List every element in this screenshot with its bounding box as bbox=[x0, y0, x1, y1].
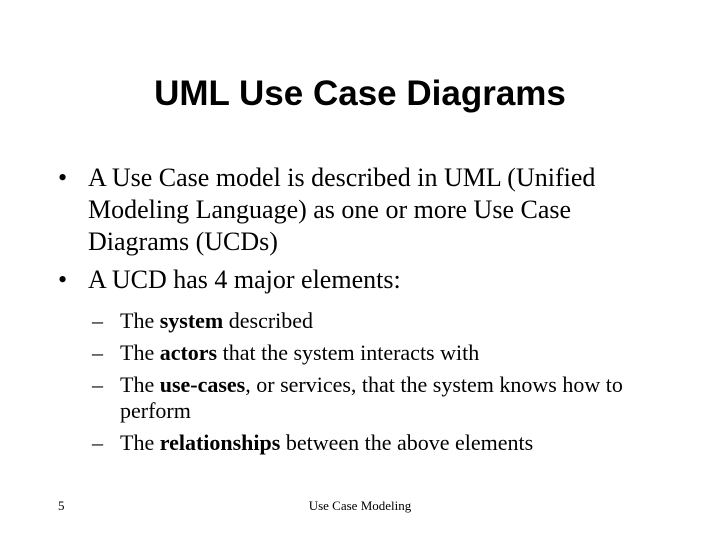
page-number: 5 bbox=[58, 498, 65, 513]
bullet-list: • A Use Case model is described in UML (… bbox=[56, 162, 676, 302]
bullet-text: A Use Case model is described in UML (Un… bbox=[88, 163, 596, 256]
sub-bullet-keyword: relationships bbox=[159, 430, 281, 455]
sub-bullet-item: –The use-cases, or services, that the sy… bbox=[92, 372, 662, 424]
sub-bullet-keyword: system bbox=[159, 308, 224, 333]
sub-bullet-item: –The relationships between the above ele… bbox=[92, 430, 662, 456]
slide-title: UML Use Case Diagrams bbox=[154, 74, 566, 113]
footer-title: Use Case Modeling bbox=[308, 498, 412, 513]
bullet-item: • A Use Case model is described in UML (… bbox=[56, 162, 676, 258]
dash-mark: – bbox=[92, 340, 103, 365]
bullet-mark: • bbox=[58, 163, 68, 192]
sub-bullet-list: –The system described –The actors that t… bbox=[92, 308, 662, 462]
dash-mark: – bbox=[92, 308, 103, 333]
dash-mark: – bbox=[92, 430, 103, 455]
sub-bullet-text-start: The bbox=[120, 308, 160, 333]
bullet-text: A UCD has 4 major elements: bbox=[88, 265, 401, 294]
dash-mark: – bbox=[92, 372, 103, 397]
sub-bullet-text-start: The bbox=[120, 340, 160, 365]
sub-bullet-item: –The actors that the system interacts wi… bbox=[92, 340, 662, 366]
sub-bullet-text-end: that the system interacts with bbox=[217, 340, 480, 365]
sub-bullet-item: –The system described bbox=[92, 308, 662, 334]
bullet-item: • A UCD has 4 major elements: bbox=[56, 264, 676, 296]
sub-bullet-text-start: The bbox=[120, 372, 160, 397]
sub-bullet-keyword: actors bbox=[159, 340, 218, 365]
sub-bullet-text-end: between the above elements bbox=[280, 430, 534, 455]
sub-bullet-text-end: described bbox=[223, 308, 314, 333]
sub-bullet-keyword: use-cases bbox=[159, 372, 246, 397]
bullet-mark: • bbox=[58, 265, 68, 294]
sub-bullet-text-start: The bbox=[120, 430, 160, 455]
sub-bullet-text-end: , or services, that the system knows how… bbox=[120, 372, 623, 423]
